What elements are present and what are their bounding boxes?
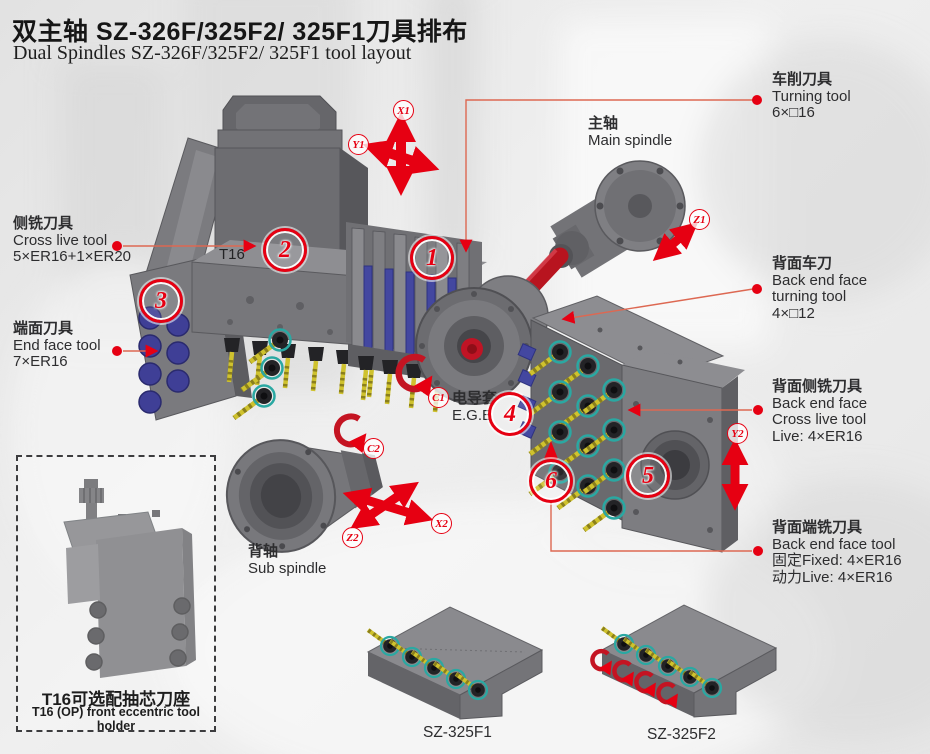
model-label-sz325f1: SZ-325F1 [423,724,492,741]
z1-axis-arrow [652,221,699,262]
page-subtitle: Dual Spindles SZ-326F/325F2/ 325F1 tool … [13,42,412,64]
inset-caption-en: T16 (OP) front eccentric tool holder [31,705,201,733]
callout-sub-spindle: 背轴 Sub spindle [248,543,327,577]
callout-line: 电导套 [452,390,498,407]
leader-back-turning-tool [561,288,754,324]
position-marker-6: 6 [529,459,573,503]
callout-back-cross-live-tool: 背面侧铣刀具 Back end face Cross live tool Liv… [772,378,868,445]
callout-back-end-face-tool: 背面端铣刀具 Back end face tool 固定Fixed: 4×ER1… [772,519,902,586]
position-marker-2: 2 [263,228,307,272]
position-marker-3: 3 [139,279,183,323]
callout-line: 端面刀具 [13,320,74,337]
callout-line: 动力Live: 4×ER16 [772,568,893,586]
c2-rotation-arrow [333,413,367,454]
callout-line: Back end face [772,394,868,412]
leader-back-end-face-tool [550,499,752,552]
axis-marker-x1: X1 [393,100,414,121]
callout-main-spindle: 主轴 Main spindle [588,115,673,149]
callout-line: Cross live tool [13,231,108,249]
axis-marker-z1: Z1 [689,209,710,230]
callout-line: 固定Fixed: 4×ER16 [772,552,902,569]
callout-line: Main spindle [588,131,673,149]
c1-rotation-arrow [395,353,433,398]
axis-marker-c2: C2 [363,438,384,459]
axis-marker-x2: X2 [431,513,452,534]
callout-line: Sub spindle [248,559,327,577]
callout-line: 4×□12 [772,304,815,322]
callout-line: 背面侧铣刀具 [772,378,863,395]
callout-line: 主轴 [588,115,619,132]
callout-line: Cross live tool [772,411,867,428]
callout-line: Turning tool [772,87,851,105]
inset-option-box: T16可选配抽芯刀座 T16 (OP) front eccentric tool… [16,455,216,733]
axis-marker-z2: Z2 [342,527,363,548]
callout-line: 背轴 [248,543,279,560]
callout-line: E.G.B [452,406,493,424]
callout-turning-tool: 车削刀具 Turning tool 6×□16 [772,71,851,122]
axis-marker-y2: Y2 [727,423,748,444]
callout-end-face-tool: 端面刀具 End face tool 7×ER16 [13,320,101,371]
axis-marker-y1: Y1 [348,134,369,155]
callout-back-turning-tool: 背面车刀 Back end face turning tool 4×□12 [772,255,868,322]
callout-line: 背面车刀 [772,255,833,272]
end-face-tools-render [138,306,190,414]
callout-line: End face tool [13,336,101,354]
inset-caption-zh: T16可选配抽芯刀座 [41,690,191,709]
position-marker-4: 4 [488,392,532,436]
sub-axis-arrow-1 [350,481,419,530]
left-arm-render [129,137,252,421]
callout-line: turning tool [772,288,847,305]
sub-spindle-render [225,439,383,553]
callout-line: 侧铣刀具 [13,215,74,232]
callout-cross-live-tool: 侧铣刀具 Cross live tool 5×ER16+1×ER20 [13,215,132,266]
axis-marker-c1: C1 [428,387,449,408]
position-marker-1: 1 [410,236,454,280]
x2-z2-axis-arrow [342,487,434,526]
main-spindle-render [549,160,686,278]
sz325f2-rotation-arrows [590,648,678,709]
callout-line: 5×ER16+1×ER20 [13,248,132,265]
callout-line: Live: 4×ER16 [772,427,863,445]
model-label-sz325f2: SZ-325F2 [647,726,716,743]
callout-line: 背面端铣刀具 [772,519,863,536]
callout-line: 车削刀具 [772,71,833,88]
guide-bush-render [415,275,549,405]
y1-axis-arrow [362,139,440,175]
callout-line: Back end face tool [772,535,896,553]
page-title: 双主轴 SZ-326F/325F2/ 325F1刀具排布 [12,18,468,46]
sz325f1-render [368,606,544,720]
t16-station-tag: T16 [219,246,245,263]
callout-line: 7×ER16 [13,353,68,370]
sz325f2-render [602,604,778,718]
position-marker-5: 5 [626,454,670,498]
callout-line: 6×□16 [772,104,815,121]
callout-line: Back end face [772,271,868,289]
marker6-up-arrow [544,441,558,459]
callout-guide-bush: 电导套 E.G.B [452,390,498,424]
bar-stock-render [465,247,569,357]
t16-drill-row-render [224,330,380,419]
back-tool-post-render [517,295,745,553]
